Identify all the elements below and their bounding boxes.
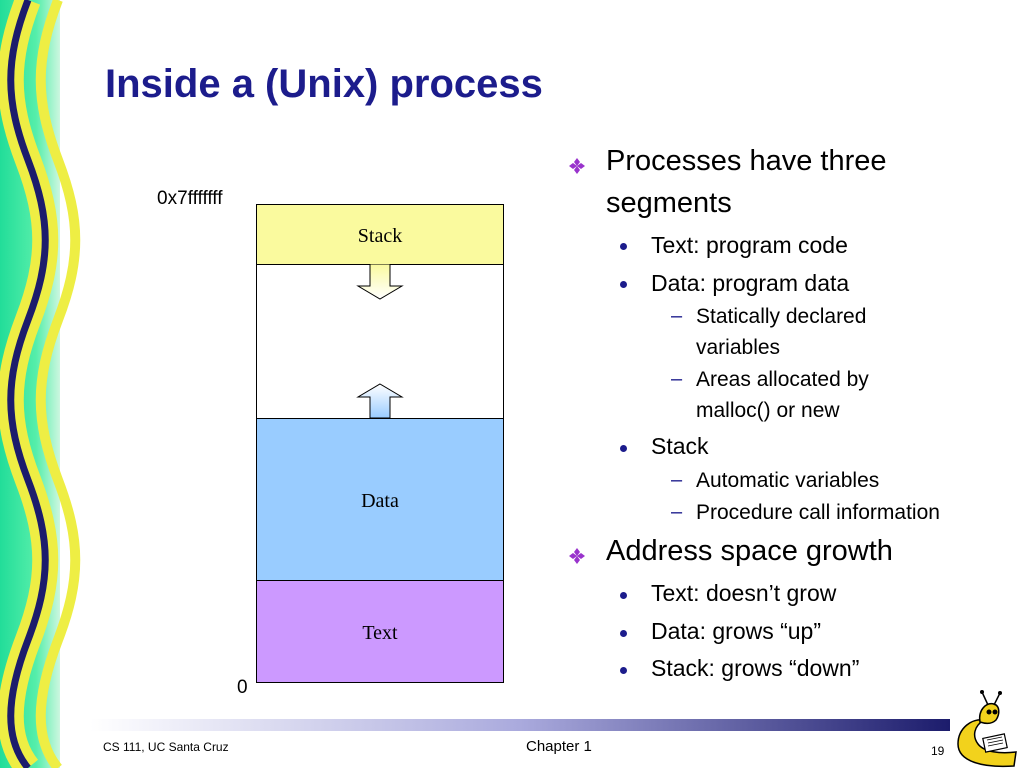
dash-bullet-icon: – [671, 501, 683, 523]
dot-bullet-icon [620, 592, 627, 599]
bullet-procedure-call-info: Procedure call information [696, 501, 940, 524]
top-address-label: 0x7fffffff [157, 188, 223, 209]
footer-chapter: Chapter 1 [526, 738, 592, 755]
stack-grows-down-arrow-icon [356, 264, 404, 300]
slide-title: Inside a (Unix) process [105, 62, 543, 106]
bullet-text-doesnt-grow: Text: doesn’t grow [651, 580, 837, 606]
footer-divider [90, 719, 950, 731]
bullet-areas-allocated-cont: malloc() or new [696, 399, 840, 422]
bullet-data-grows-up: Data: grows “up” [651, 618, 822, 644]
dash-bullet-icon: – [671, 469, 683, 491]
bullet-stack: Stack [651, 433, 709, 459]
dot-bullet-icon [620, 667, 627, 674]
bullet-areas-allocated: Areas allocated by [696, 368, 869, 391]
bullet-automatic-variables: Automatic variables [696, 469, 880, 492]
dot-bullet-icon [620, 243, 627, 250]
bullet-statically-declared-cont: variables [696, 336, 781, 359]
footer-page-number: 19 [931, 744, 945, 758]
dot-bullet-icon [620, 445, 627, 452]
diamond-bullet-icon [569, 548, 585, 564]
dash-bullet-icon: – [671, 368, 683, 390]
bullet-data-program-data: Data: program data [651, 270, 850, 296]
dash-bullet-icon: – [671, 305, 683, 327]
bullet-text-program-code: Text: program code [651, 232, 848, 258]
bullet-statically-declared: Statically declared [696, 305, 867, 328]
bullet-stack-grows-down: Stack: grows “down” [651, 655, 860, 681]
data-segment-label: Data [361, 490, 399, 512]
bottom-address-label: 0 [237, 677, 248, 698]
text-segment-label: Text [362, 622, 398, 644]
bullet-processes-segments: Processes have three [606, 145, 887, 177]
bullet-processes-segments-cont: segments [606, 187, 732, 219]
diamond-bullet-icon [569, 158, 585, 174]
dot-bullet-icon [620, 281, 627, 288]
data-grows-up-arrow-icon [356, 383, 404, 419]
stack-segment: Stack [257, 205, 503, 265]
bullet-address-space-growth: Address space growth [606, 535, 893, 567]
banana-slug-logo [957, 690, 1017, 768]
wavy-left-border [0, 0, 81, 768]
dot-bullet-icon [620, 630, 627, 637]
footer-course: CS 111, UC Santa Cruz [103, 740, 229, 754]
data-segment: Data [257, 418, 503, 581]
text-segment: Text [257, 581, 503, 682]
stack-segment-label: Stack [357, 225, 403, 247]
